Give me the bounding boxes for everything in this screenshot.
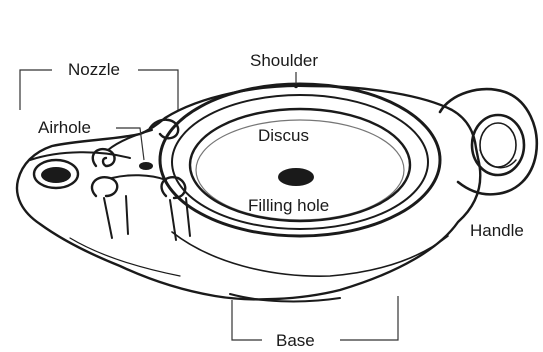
label-base: Base [276, 331, 315, 350]
handle-part [440, 89, 537, 194]
label-handle: Handle [470, 221, 524, 240]
label-discus: Discus [258, 126, 309, 145]
label-shoulder: Shoulder [250, 51, 318, 70]
lamp-body [17, 84, 480, 301]
label-airhole: Airhole [38, 118, 91, 137]
filling-hole-shape [278, 168, 314, 186]
label-filling-hole: Filling hole [248, 196, 329, 215]
base-bracket [232, 300, 262, 340]
label-nozzle: Nozzle [68, 60, 120, 79]
nozzle-bracket [20, 70, 52, 110]
leader-lines [20, 70, 398, 340]
